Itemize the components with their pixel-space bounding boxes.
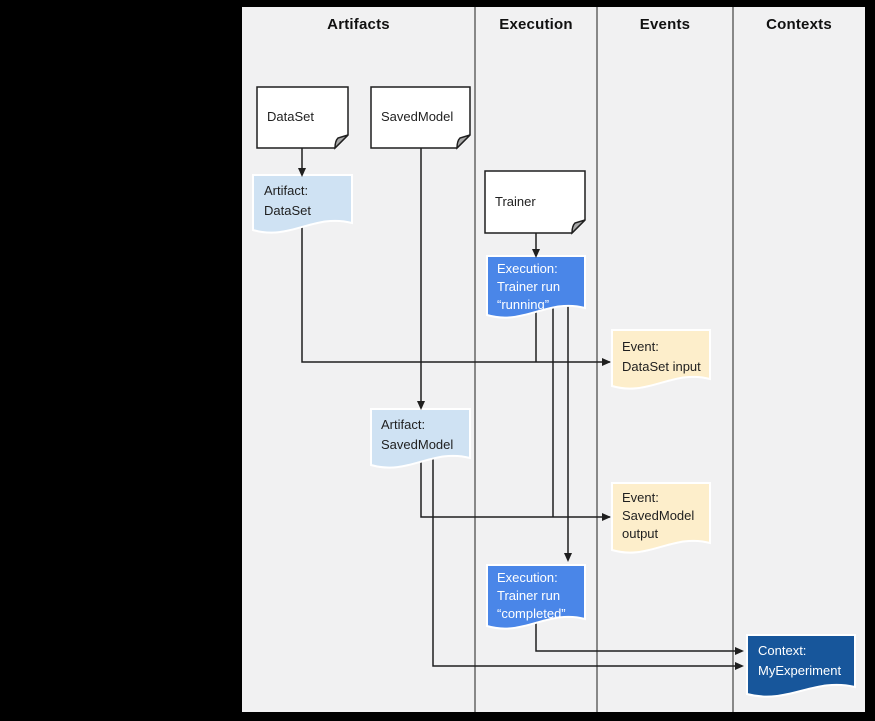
artifact-savedmodel-label: Artifact: SavedModel bbox=[381, 417, 454, 452]
execution-completed-shape bbox=[486, 564, 586, 630]
event-dataset-input-shape bbox=[611, 329, 711, 390]
edge-artifact-dataset-to-event-input bbox=[301, 224, 610, 363]
column-header-execution: Execution bbox=[499, 16, 573, 33]
event-savedmodel-output-label: Event: SavedModel output bbox=[622, 490, 695, 541]
column-header-contexts: Contexts bbox=[766, 16, 832, 33]
column-header-artifacts: Artifacts bbox=[327, 16, 390, 33]
savedmodel-card-fold-icon bbox=[456, 134, 471, 150]
edge-execution-completed-to-context bbox=[535, 618, 742, 652]
arrowhead-right-icon bbox=[602, 513, 611, 521]
execution-completed-label: Execution: Trainer run “completed” bbox=[497, 570, 566, 621]
column-header-events: Events bbox=[639, 16, 691, 33]
event-savedmodel-output-shape bbox=[611, 482, 711, 554]
artifact-savedmodel-shape bbox=[370, 408, 471, 469]
dataset-card-label: DataSet bbox=[267, 109, 314, 124]
arrowhead-down-icon bbox=[298, 168, 306, 177]
arrowhead-down-icon bbox=[564, 553, 572, 562]
artifact-dataset-shape bbox=[252, 174, 353, 234]
arrowhead-down-icon bbox=[532, 249, 540, 258]
arrowhead-right-icon bbox=[602, 358, 611, 366]
arrowhead-right-icon bbox=[735, 647, 744, 655]
arrowhead-down-icon bbox=[417, 401, 425, 410]
edge-artifact-savedmodel-to-context bbox=[432, 456, 742, 667]
execution-running-label: Execution: Trainer run “running” bbox=[497, 261, 561, 312]
trainer-card-label: Trainer bbox=[495, 194, 536, 209]
event-dataset-input-label: Event: DataSet input bbox=[622, 339, 701, 374]
arrowhead-right-icon bbox=[735, 662, 744, 670]
context-myexperiment-label: Context: MyExperiment bbox=[758, 643, 842, 678]
artifact-dataset-label: Artifact: DataSet bbox=[264, 183, 311, 218]
execution-running-shape bbox=[486, 255, 586, 319]
dataset-card-fold-icon bbox=[334, 134, 349, 150]
trainer-card-fold-icon bbox=[571, 219, 586, 235]
savedmodel-card-label: SavedModel bbox=[381, 109, 454, 124]
edge-artifact-savedmodel-to-event-output bbox=[420, 456, 610, 518]
context-myexperiment-shape bbox=[746, 634, 856, 698]
